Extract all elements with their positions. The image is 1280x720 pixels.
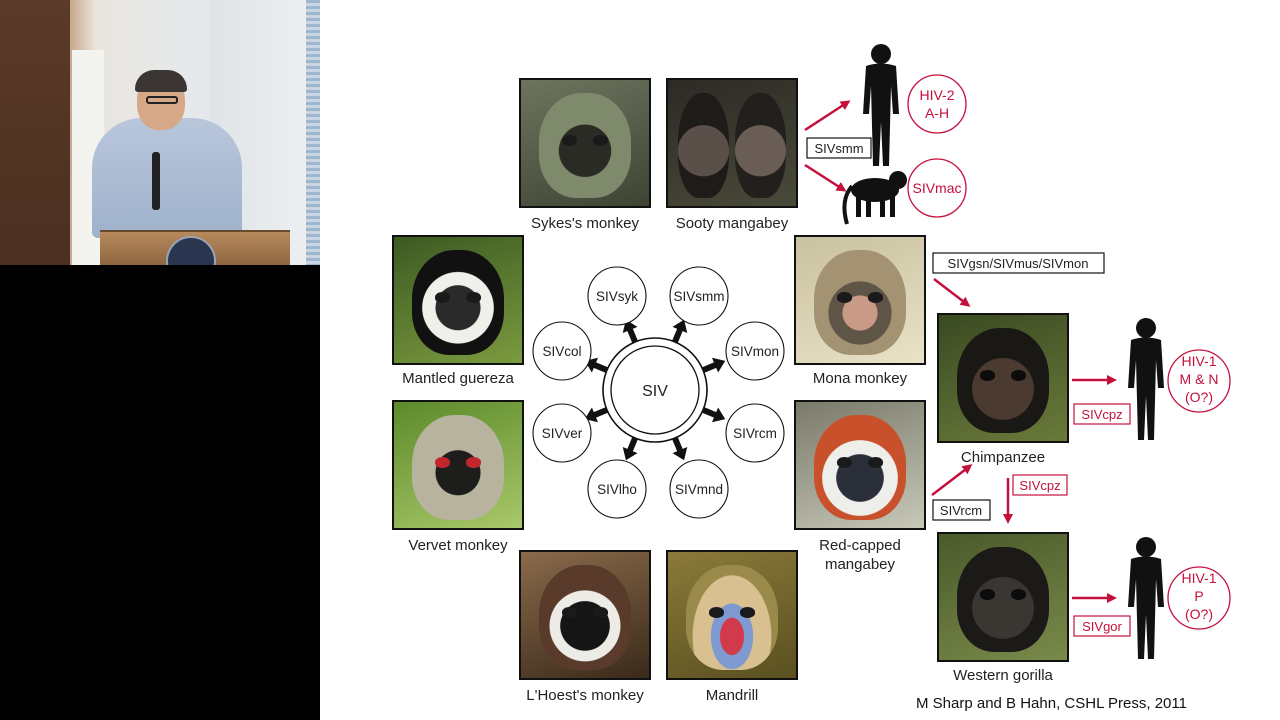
box-sivcpz-down-label: SIVcpz [1019, 478, 1060, 493]
lineage-circle-sivrcm: SIVrcm [725, 403, 785, 463]
siv-center-label: SIV [642, 383, 668, 400]
box-sivrcm-label: SIVrcm [940, 503, 982, 518]
label-chimpanzee: Chimpanzee [960, 449, 1046, 466]
outcome-hiv1-p: HIV-1 P (O?) [1167, 566, 1231, 630]
label-red-capped-line2: mangabey [824, 556, 896, 573]
label-red-capped-line1: Red-capped [819, 537, 901, 554]
virion-spike-shaft [701, 407, 719, 419]
outcome-sivmac: SIVmac [907, 158, 967, 218]
virion-spikes [584, 319, 726, 461]
box-sivgor: SIVgor [1073, 615, 1131, 637]
virion-spike-arrowhead [584, 407, 599, 423]
photo-chimpanzee [937, 313, 1069, 443]
human-silhouette-icon [1128, 537, 1164, 659]
virion-spike-shaft [672, 436, 684, 454]
box-sivcpz-down: SIVcpz [1012, 474, 1068, 496]
outcome-hiv1-mn-line2: M & N [1180, 371, 1219, 387]
lineage-circle-sivver: SIVver [532, 403, 592, 463]
virion-spike-arrowhead [711, 407, 726, 423]
microphone-icon [152, 152, 160, 210]
label-mona-monkey: Mona monkey [812, 370, 908, 387]
lineage-circle-sivsyk: SIVsyk [587, 266, 647, 326]
citation: M Sharp and B Hahn, CSHL Press, 2011 [916, 695, 1187, 712]
virion-spike-shaft [591, 407, 609, 419]
lineage-label-sivver: SIVver [542, 426, 583, 441]
lineage-circle-sivmon: SIVmon [725, 321, 785, 381]
photo-vervet-monkey [392, 400, 524, 530]
photo-sooty-mangabey [666, 78, 798, 208]
door [0, 0, 70, 265]
label-sooty-mangabey: Sooty mangabey [675, 215, 789, 232]
photo-mantled-guereza [392, 235, 524, 365]
virion-spike-shaft [591, 361, 609, 373]
box-sivgsn-label: SIVgsn/SIVmus/SIVmon [948, 256, 1089, 271]
virion-spike-shaft [672, 326, 684, 344]
photo-lhoest-monkey [519, 550, 651, 680]
label-western-gorilla: Western gorilla [953, 667, 1053, 684]
outcome-hiv2-line2: A-H [925, 105, 949, 121]
slide: Sykes's monkey Sooty mangabey Mantled gu… [320, 0, 1280, 720]
label-vervet-monkey: Vervet monkey [408, 537, 508, 554]
arrow-mona-to-chimp [933, 278, 971, 307]
human-silhouette-icon [863, 44, 899, 166]
outcome-hiv1-mn-line1: HIV-1 [1181, 353, 1216, 369]
outcome-hiv1-mn-line3: (O?) [1185, 389, 1213, 405]
lineage-label-sivcol: SIVcol [542, 344, 581, 359]
siv-transmission-diagram: SIV SIVsyk SIVsmm SIVmon SIVrcm SIVmnd [532, 44, 1231, 659]
virion-spike-shaft [701, 361, 719, 373]
photo-western-gorilla [937, 532, 1069, 662]
outcome-hiv1-mn: HIV-1 M & N (O?) [1167, 349, 1231, 413]
macaque-silhouette-icon [842, 171, 907, 225]
virion-spike-shaft [626, 436, 638, 454]
virion-spike-arrowhead [622, 446, 638, 461]
photo-mona-monkey [794, 235, 926, 365]
photo-red-capped-mangabey [794, 400, 926, 530]
outcome-hiv2-line1: HIV-2 [919, 87, 954, 103]
box-sivgor-label: SIVgor [1082, 619, 1122, 634]
human-silhouette-icon [1128, 318, 1164, 440]
lineage-circle-sivsmm: SIVsmm [669, 266, 729, 326]
siv-virion: SIV [602, 337, 708, 443]
photo-sykes-monkey [519, 78, 651, 208]
outcome-hiv1-p-line2: P [1194, 588, 1203, 604]
outcome-hiv2: HIV-2 A-H [907, 74, 967, 134]
lineage-label-sivlho: SIVlho [597, 482, 637, 497]
label-mandrill: Mandrill [705, 687, 759, 704]
window-blinds [306, 0, 320, 265]
speaker-hair [135, 70, 187, 92]
virion-spike-shaft [626, 326, 638, 344]
virion-spike-arrowhead [711, 357, 726, 373]
photo-mandrill [666, 550, 798, 680]
lineage-label-sivrcm: SIVrcm [733, 426, 777, 441]
box-sivsmm: SIVsmm [806, 137, 872, 159]
lineage-circle-sivcol: SIVcol [532, 321, 592, 381]
label-sykes-monkey: Sykes's monkey [531, 215, 639, 232]
label-mantled-guereza: Mantled guereza [402, 370, 514, 387]
lineage-circle-sivlho: SIVlho [587, 459, 647, 519]
lineage-label-sivsyk: SIVsyk [596, 289, 638, 304]
box-sivsmm-label: SIVsmm [814, 141, 863, 156]
arrow-smm-to-human [804, 100, 851, 132]
outcome-hiv1-p-line1: HIV-1 [1181, 570, 1216, 586]
box-sivcpz-human-label: SIVcpz [1081, 407, 1122, 422]
lineage-label-sivmnd: SIVmnd [675, 482, 723, 497]
lineage-label-sivmon: SIVmon [731, 344, 779, 359]
speaker-video-inset [0, 0, 320, 265]
lineage-label-sivsmm: SIVsmm [673, 289, 724, 304]
lineage-circle-sivmnd: SIVmnd [669, 459, 729, 519]
outcome-sivmac-label: SIVmac [912, 180, 961, 196]
box-sivgsn: SIVgsn/SIVmus/SIVmon [932, 252, 1105, 274]
box-sivrcm: SIVrcm [932, 499, 991, 521]
virion-spike-arrowhead [672, 319, 688, 334]
outcome-hiv1-p-line3: (O?) [1185, 606, 1213, 622]
arrow-smm-to-macaque [804, 163, 847, 192]
label-lhoest-monkey: L'Hoest's monkey [526, 687, 644, 704]
box-sivcpz-human: SIVcpz [1073, 403, 1131, 425]
speaker-body [92, 118, 242, 238]
speaker-glasses [146, 96, 178, 104]
virion-spike-arrowhead [672, 446, 688, 461]
arrow-rcm-to-chimp [931, 464, 973, 496]
